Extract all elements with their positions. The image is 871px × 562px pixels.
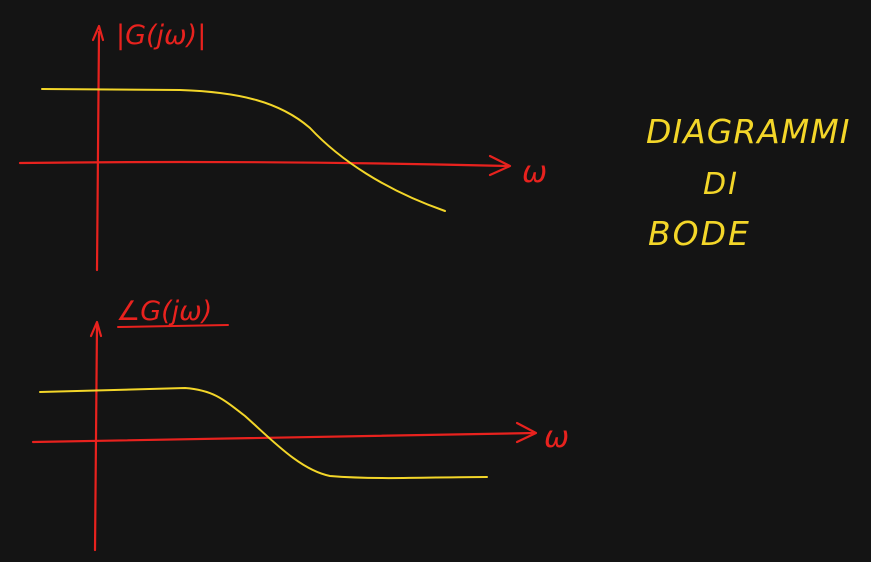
magnitude-x-axis: [18, 160, 510, 168]
phase-y-axis: [93, 322, 99, 552]
magnitude-y-axis: [95, 30, 101, 272]
title-line-2: DI: [703, 167, 739, 202]
phase-x-axis: [31, 431, 537, 444]
phase-y-axis-arrowhead: [89, 320, 103, 338]
phase-y-label-underline: [117, 324, 229, 328]
phase-y-label: ∠G(jω): [116, 296, 212, 327]
phase-curve: [39, 386, 488, 480]
phase-x-label: ω: [544, 420, 569, 455]
title-block: DIAGRAMMI DI BODE: [646, 112, 850, 253]
magnitude-y-label: |G(jω)|: [116, 20, 206, 51]
magnitude-curve: [41, 88, 446, 212]
phase-x-axis-arrowhead: [515, 421, 538, 444]
title-line-1: DIAGRAMMI: [646, 112, 850, 151]
magnitude-x-axis-arrowhead: [488, 154, 512, 177]
phase-plot: ∠G(jω) ω: [31, 296, 569, 552]
magnitude-y-axis-arrowhead: [91, 24, 105, 42]
magnitude-x-label: ω: [522, 155, 547, 190]
title-line-3: BODE: [648, 214, 751, 253]
magnitude-plot: |G(jω)| ω: [18, 20, 547, 272]
